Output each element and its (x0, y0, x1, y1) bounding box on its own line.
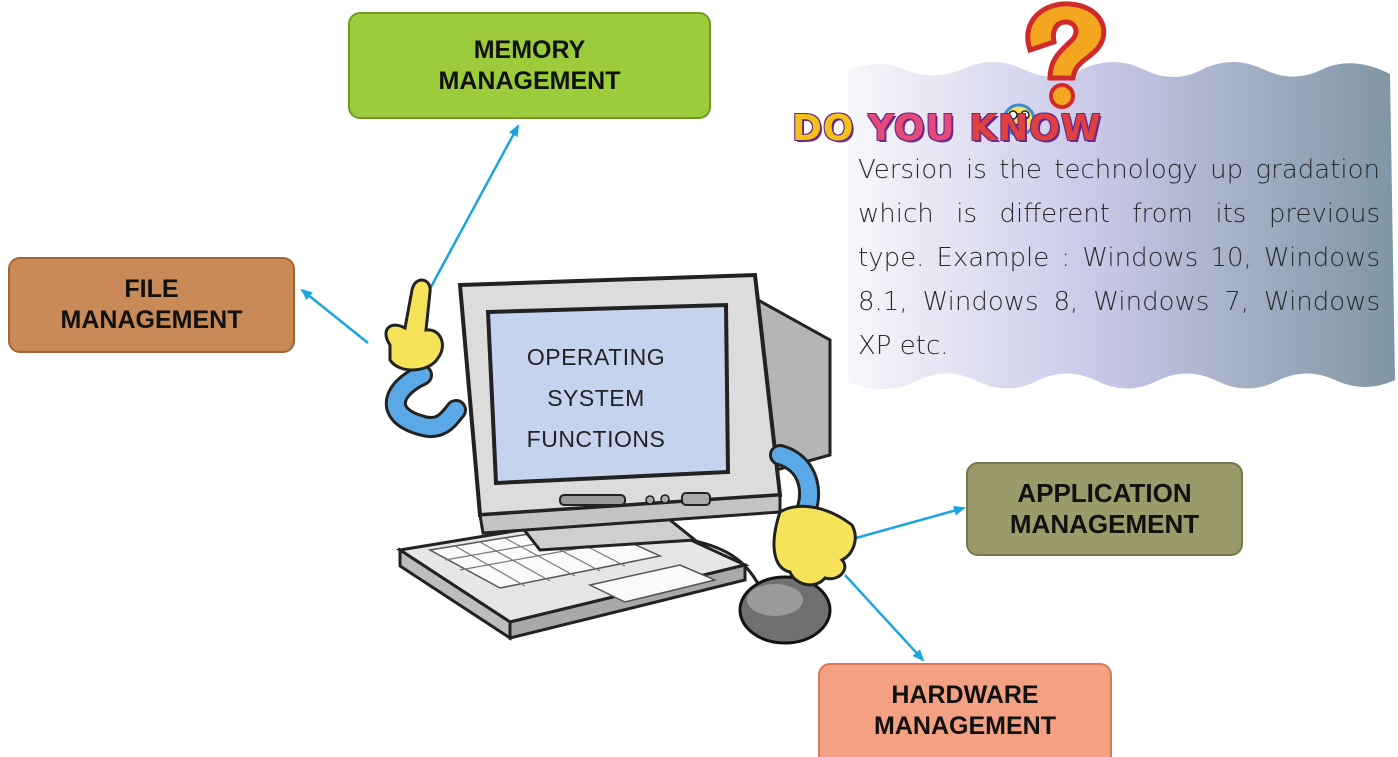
title-word-do: DO (792, 108, 855, 149)
pointing-hand-icon (384, 278, 444, 372)
memory-label-line2: MANAGEMENT (438, 66, 621, 95)
file-label-line1: FILE (124, 275, 179, 303)
memory-management-box: MEMORY MANAGEMENT (348, 12, 711, 119)
application-label-line2: MANAGEMENT (1009, 509, 1200, 539)
arrow-to-hardware (844, 574, 925, 662)
hardware-label-line2: MANAGEMENT (874, 712, 1056, 740)
do-you-know-text: Version is the technology up gradation w… (858, 155, 1380, 361)
center-label-line1: OPERATING (526, 343, 666, 370)
mouse-icon (738, 575, 832, 645)
hardware-management-box: HARDWARE MANAGEMENT (818, 663, 1112, 757)
center-label-line2: SYSTEM (547, 384, 645, 411)
confused-face-icon (1002, 103, 1036, 137)
do-you-know-title: DO YOU KNOW (792, 108, 1102, 149)
question-mark-icon (1025, 1, 1107, 109)
hardware-label-line1: HARDWARE (891, 681, 1039, 709)
arrow-to-file (300, 288, 369, 344)
arrow-to-application (855, 505, 966, 540)
computer-illustration (384, 272, 857, 645)
memory-label-line1: MEMORY (473, 35, 586, 64)
title-word-know: KNOW (969, 108, 1102, 149)
application-management-box: APPLICATION MANAGEMENT (966, 462, 1243, 556)
operating-system-functions-label: OPERATING SYSTEM FUNCTIONS (491, 318, 701, 478)
file-management-box: FILE MANAGEMENT (8, 257, 295, 353)
file-label-line2: MANAGEMENT (60, 306, 243, 334)
arrow-to-memory (423, 124, 520, 299)
hand-icon (772, 504, 857, 587)
title-word-you: YOU (868, 108, 956, 149)
application-label-line1: APPLICATION (1017, 478, 1192, 508)
center-label-line3: FUNCTIONS (526, 425, 666, 452)
